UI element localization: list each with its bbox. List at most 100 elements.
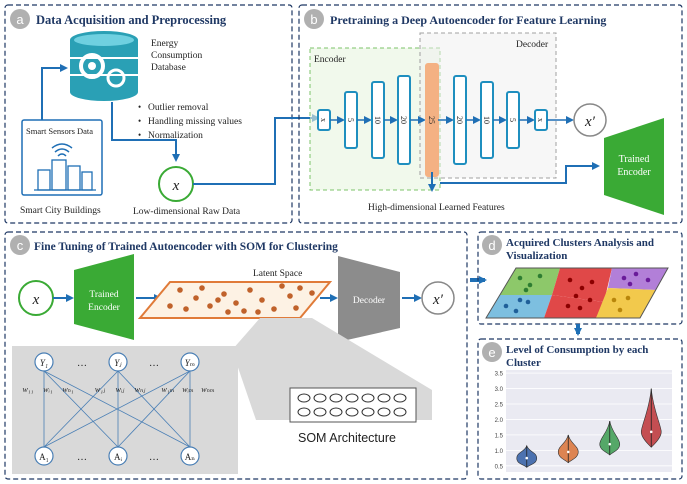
sensors-label: Smart Sensors Data — [26, 126, 93, 136]
panel-c-badge — [10, 235, 30, 255]
latent-point — [225, 309, 231, 315]
panel-e-badge — [482, 342, 502, 362]
violin-y-tick: 2.0 — [495, 418, 504, 424]
som-cell — [377, 393, 391, 403]
latent-point — [287, 293, 293, 299]
database-label-2: Consumption — [151, 51, 202, 61]
violin-median — [608, 442, 612, 446]
sensors-to-db-arrow — [41, 64, 68, 120]
latent-point — [293, 305, 299, 311]
som-weight-label: w₁ₘ — [161, 385, 174, 394]
database-icon — [70, 31, 138, 101]
panel-a-frame — [4, 4, 293, 224]
som-output-node — [34, 352, 54, 372]
som-ellipsis: … — [149, 452, 159, 463]
latent-point — [167, 303, 173, 309]
cluster-points — [503, 271, 651, 314]
som-cell — [361, 407, 375, 417]
som-cell — [345, 393, 359, 403]
raw-data-label: Low-dimensional Raw Data — [133, 207, 241, 217]
som-weight-label: wₙₘ — [201, 385, 215, 394]
som-weight-label: w₁₁ — [23, 385, 34, 394]
reconstruction-node — [573, 103, 607, 137]
panel-e-frame — [477, 338, 683, 480]
cluster-point — [517, 297, 523, 303]
panel-a-badge-letter: a — [16, 12, 24, 27]
city-label: Smart City Buildings — [20, 206, 101, 216]
som-cell — [361, 393, 375, 403]
latent-label: Latent Space — [253, 269, 302, 279]
trained-encoder-b-label-1: Trained — [619, 154, 650, 165]
violin-median — [566, 450, 570, 454]
ae-layer-label-5: 20 — [455, 116, 464, 124]
encoder-label: Encoder — [314, 55, 346, 65]
panel-b-badge — [304, 9, 324, 29]
panel-c-title: Fine Tuning of Trained Autoencoder with … — [34, 241, 338, 253]
violin-median — [525, 456, 529, 460]
latent-point — [177, 287, 183, 293]
panel-e-title-1: Level of Consumption by each — [506, 344, 648, 356]
preprocess-step-3: Normalization — [148, 131, 203, 141]
panel-d-badge — [482, 235, 502, 255]
som-weight-label: wₙ₁ — [62, 385, 74, 394]
ae-layer-label-3: 20 — [399, 116, 408, 124]
trained-encoder-shape-b — [604, 118, 664, 215]
som-output-node — [108, 352, 128, 372]
cluster-point — [611, 297, 617, 303]
som-cell — [393, 407, 407, 417]
bullet-3: • — [138, 130, 141, 140]
som-weight-link — [43, 370, 119, 448]
raw-data-symbol: x — [172, 178, 180, 194]
output-node-c — [421, 281, 455, 315]
features-to-encoder-arrow — [440, 162, 600, 184]
decoder-label: Decoder — [516, 40, 549, 50]
som-input-node — [180, 446, 200, 466]
trained-encoder-b-label-2: Encoder — [617, 167, 651, 178]
database-label-1: Energy — [151, 39, 179, 49]
decoder-shape-c — [338, 256, 400, 342]
cluster-point — [621, 275, 627, 281]
som-input-node-label: A₁ — [39, 452, 49, 462]
som-output-node-label: Y₁ — [40, 358, 48, 368]
reconstruction-symbol: x′ — [584, 114, 596, 130]
cluster-point — [525, 299, 531, 305]
panel-c-frame — [4, 231, 468, 480]
preprocess-step-2: Handling missing values — [148, 117, 242, 127]
panel-b-title: Pretraining a Deep Autoencoder for Featu… — [330, 13, 606, 27]
violin-y-tick: 1.5 — [495, 433, 504, 439]
som-cell — [345, 407, 359, 417]
cluster-point — [565, 303, 571, 309]
cluster-point — [589, 279, 595, 285]
cluster-point — [503, 303, 509, 309]
latent-point — [193, 295, 199, 301]
som-weight-label: wᵢₘ — [182, 385, 194, 394]
latent-point — [183, 306, 189, 312]
som-weight-link — [43, 370, 191, 448]
som-cell — [297, 393, 311, 403]
panel-a-title: Data Acquisition and Preprocessing — [36, 13, 227, 27]
som-cell — [313, 407, 327, 417]
cluster-map — [485, 267, 669, 319]
cluster-point — [633, 271, 639, 277]
som-cells — [297, 393, 407, 417]
panel-d-badge-letter: d — [488, 238, 495, 253]
som-map-box — [289, 387, 417, 423]
latent-point — [241, 308, 247, 314]
som-output-node-label: Yⱼ — [114, 358, 122, 368]
a-to-b-arrow — [193, 114, 320, 185]
latent-point — [255, 309, 261, 315]
ae-layer-label-8: x — [536, 118, 545, 122]
panel-b-frame — [298, 4, 683, 224]
som-label: SOM Architecture — [298, 431, 396, 445]
features-label: High-dimensional Learned Features — [368, 203, 505, 213]
som-input-node — [108, 446, 128, 466]
violin-y-tick: 3.0 — [495, 387, 504, 393]
som-cell — [313, 393, 327, 403]
cluster-point — [625, 295, 631, 301]
panel-d-title-2: Visualization — [506, 250, 567, 262]
trained-encoder-c-label-1: Trained — [89, 290, 118, 300]
som-weight-label: wᵢ₁ — [43, 385, 53, 394]
violin-y-tick: 0.5 — [495, 464, 504, 470]
